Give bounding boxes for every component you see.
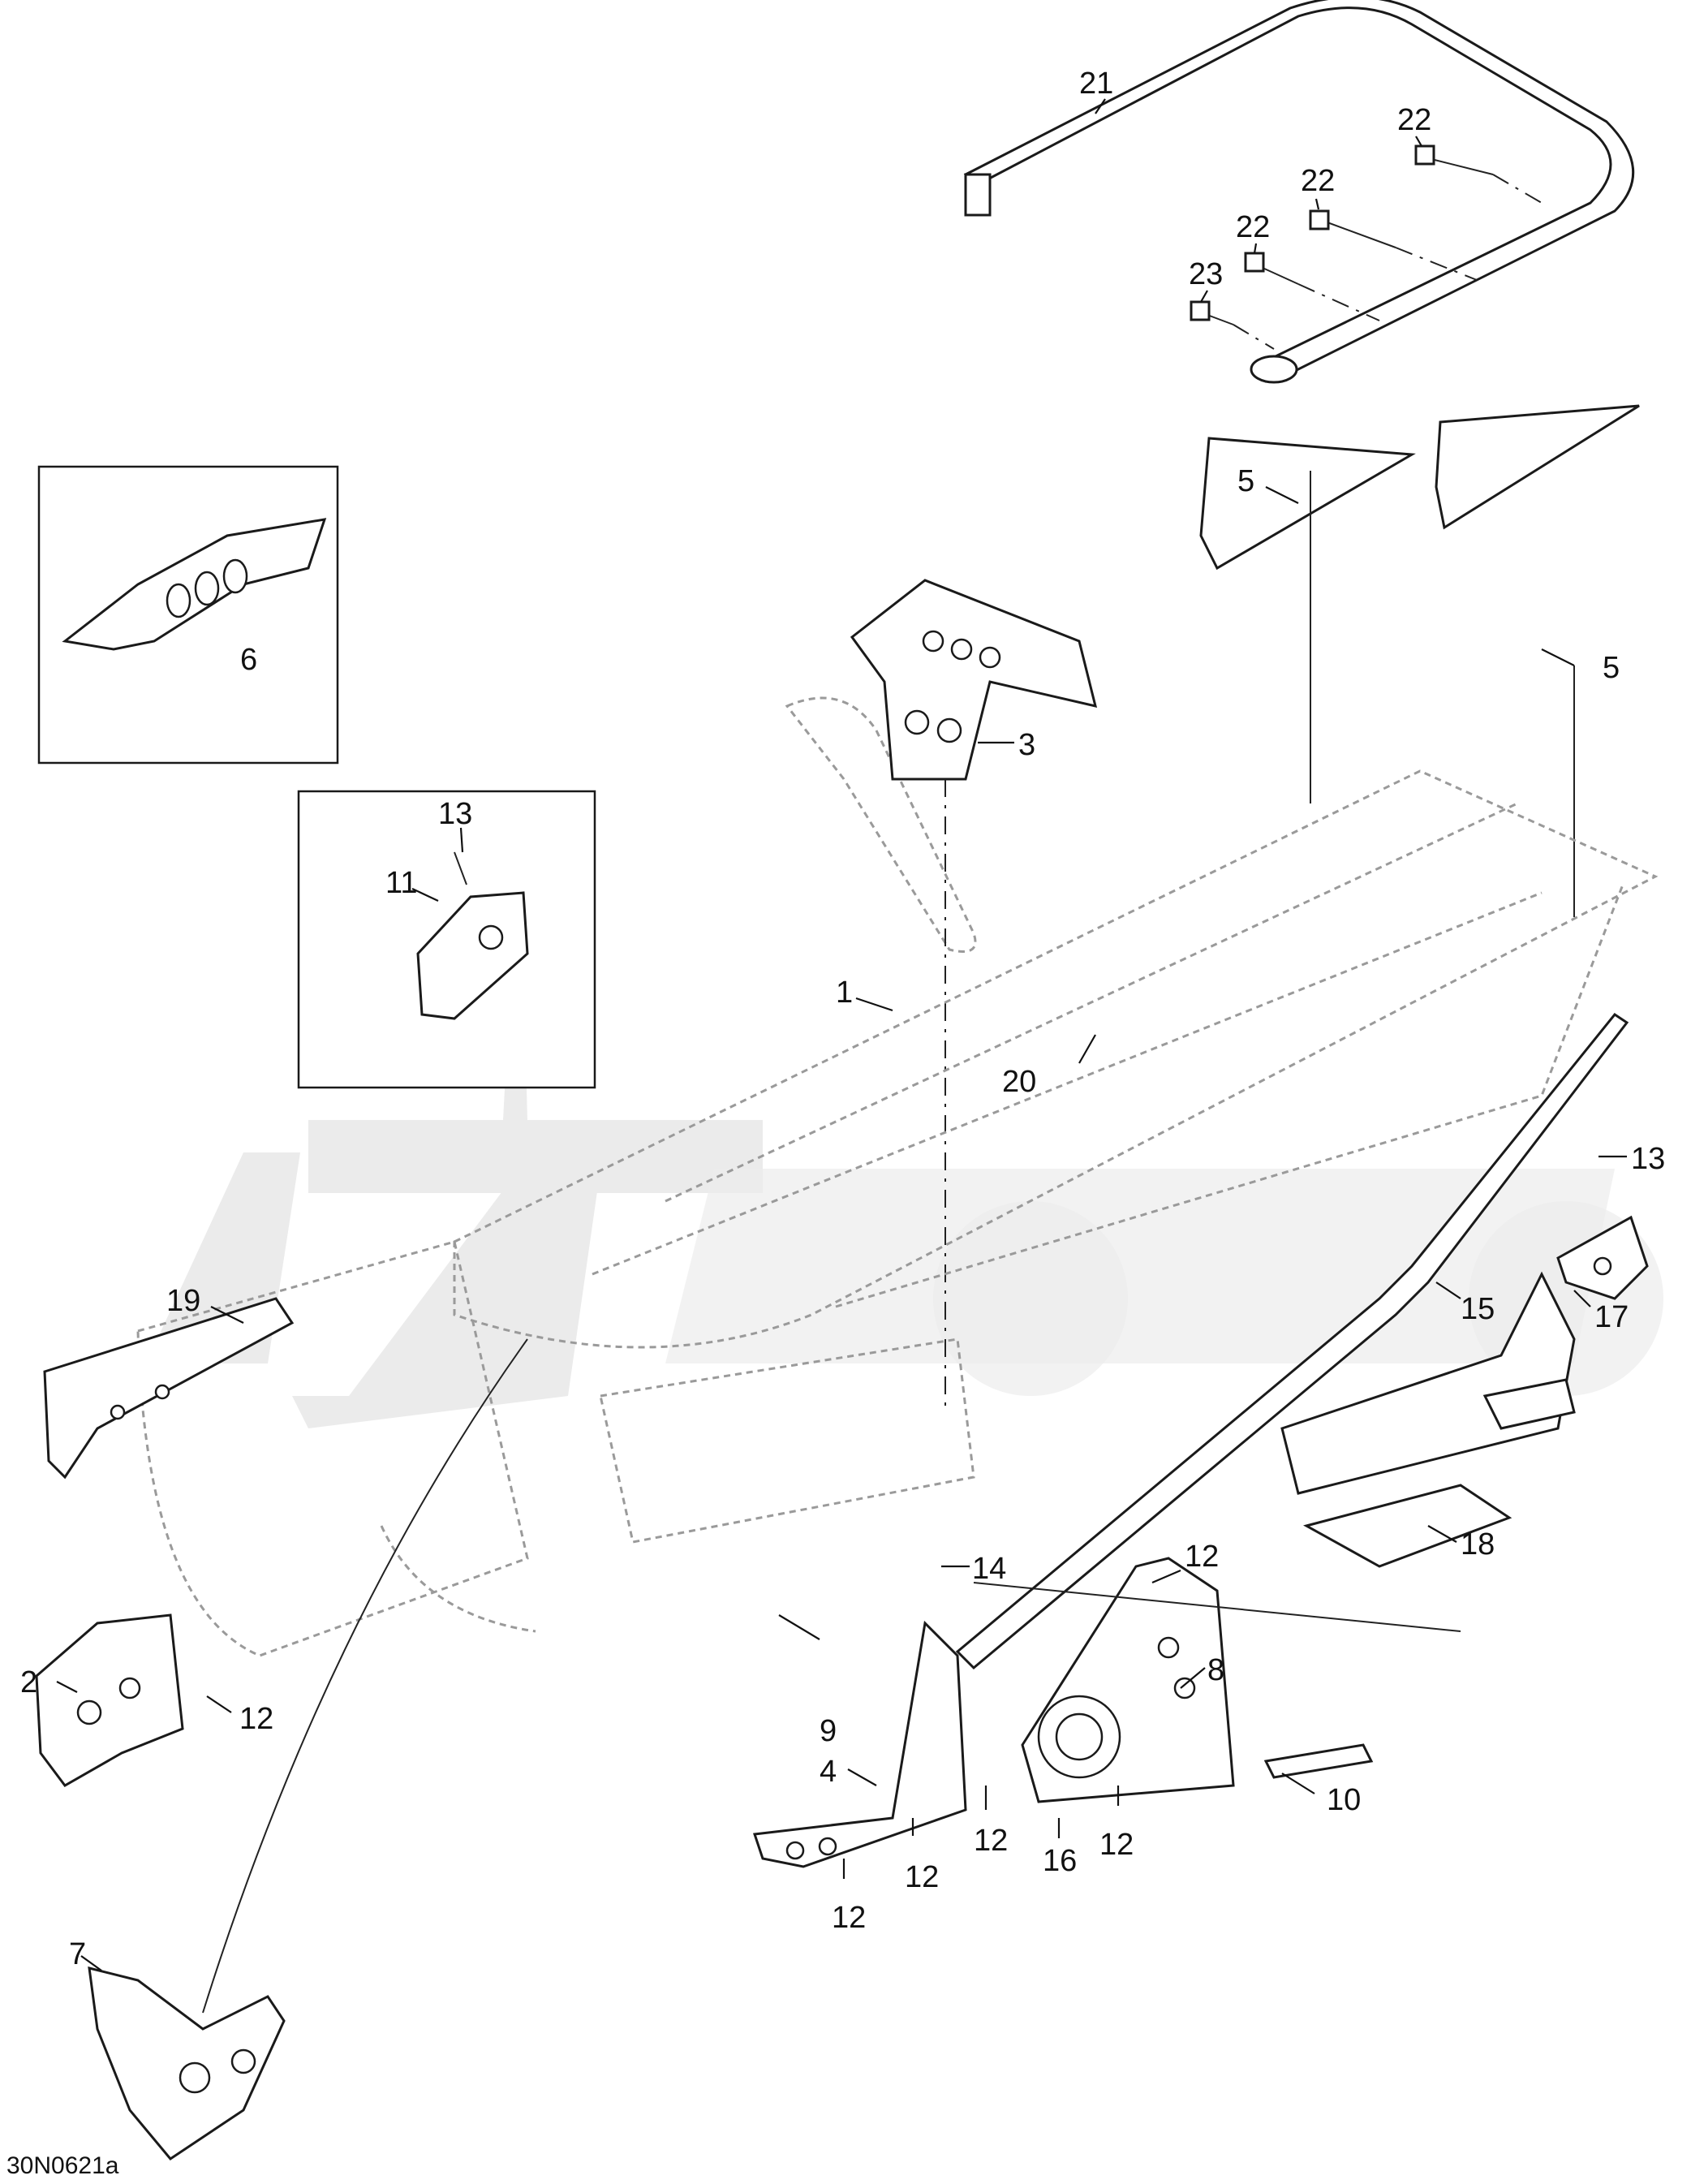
part-19-bracket xyxy=(43,1297,295,1480)
callout-2: 2 xyxy=(20,1665,37,1699)
callout-22: 22 xyxy=(1301,164,1335,198)
part-1-tunnel xyxy=(136,769,1659,1657)
part-4-bracket xyxy=(752,1620,967,1868)
callout-9: 9 xyxy=(820,1714,837,1748)
callout-12: 12 xyxy=(239,1702,273,1736)
callout-12: 12 xyxy=(1099,1828,1134,1862)
diagram-reference-code: 30N0621a xyxy=(6,2152,119,2179)
callout-22: 22 xyxy=(1397,103,1431,137)
callout-5: 5 xyxy=(1603,651,1620,685)
callout-13: 13 xyxy=(1631,1142,1665,1176)
callout-4: 4 xyxy=(820,1755,837,1789)
callout-6: 6 xyxy=(240,643,257,677)
part-3-bracket xyxy=(785,579,1098,1412)
callout-13: 13 xyxy=(438,797,472,831)
callout-21: 21 xyxy=(1079,67,1113,101)
callout-12: 12 xyxy=(1185,1540,1219,1574)
callout-3: 3 xyxy=(1018,728,1035,762)
callout-17: 17 xyxy=(1594,1300,1629,1334)
callout-7: 7 xyxy=(69,1937,86,1971)
callout-12: 12 xyxy=(832,1901,866,1935)
inset-box-part-6 xyxy=(37,465,339,765)
callout-1: 1 xyxy=(836,976,853,1010)
callout-8: 8 xyxy=(1207,1653,1224,1687)
inset-box-parts-11-13 xyxy=(297,790,596,1089)
callout-16: 16 xyxy=(1043,1844,1077,1878)
part-8-plate xyxy=(1021,1557,1235,1803)
callout-10: 10 xyxy=(1327,1783,1361,1817)
leader-lines xyxy=(56,98,1627,1971)
part-18-panel xyxy=(1280,1271,1576,1568)
part-21-loop-handle xyxy=(963,0,1635,384)
part-2-bracket xyxy=(35,1613,184,1787)
callout-labels: 21 22 22 22 23 5 5 6 3 13 11 1 20 13 15 … xyxy=(20,67,1665,1971)
callout-19: 19 xyxy=(166,1284,200,1318)
callout-14: 14 xyxy=(972,1552,1006,1586)
part-10-shaft xyxy=(973,1582,1461,1779)
part-5-rails xyxy=(1199,404,1640,917)
callout-5: 5 xyxy=(1237,464,1254,498)
callout-11: 11 xyxy=(385,866,417,900)
callout-22: 22 xyxy=(1236,210,1270,244)
part-17-bracket xyxy=(1556,1215,1649,1300)
part-7-bracket xyxy=(88,1338,528,2160)
callout-12: 12 xyxy=(974,1824,1008,1858)
callout-20: 20 xyxy=(1002,1065,1036,1099)
callout-12: 12 xyxy=(905,1860,939,1894)
callout-18: 18 xyxy=(1461,1527,1495,1562)
part-15-rail xyxy=(955,1012,1629,1670)
bolt-group-22-23 xyxy=(1190,144,1543,350)
callout-23: 23 xyxy=(1189,257,1223,291)
callout-15: 15 xyxy=(1461,1292,1495,1326)
